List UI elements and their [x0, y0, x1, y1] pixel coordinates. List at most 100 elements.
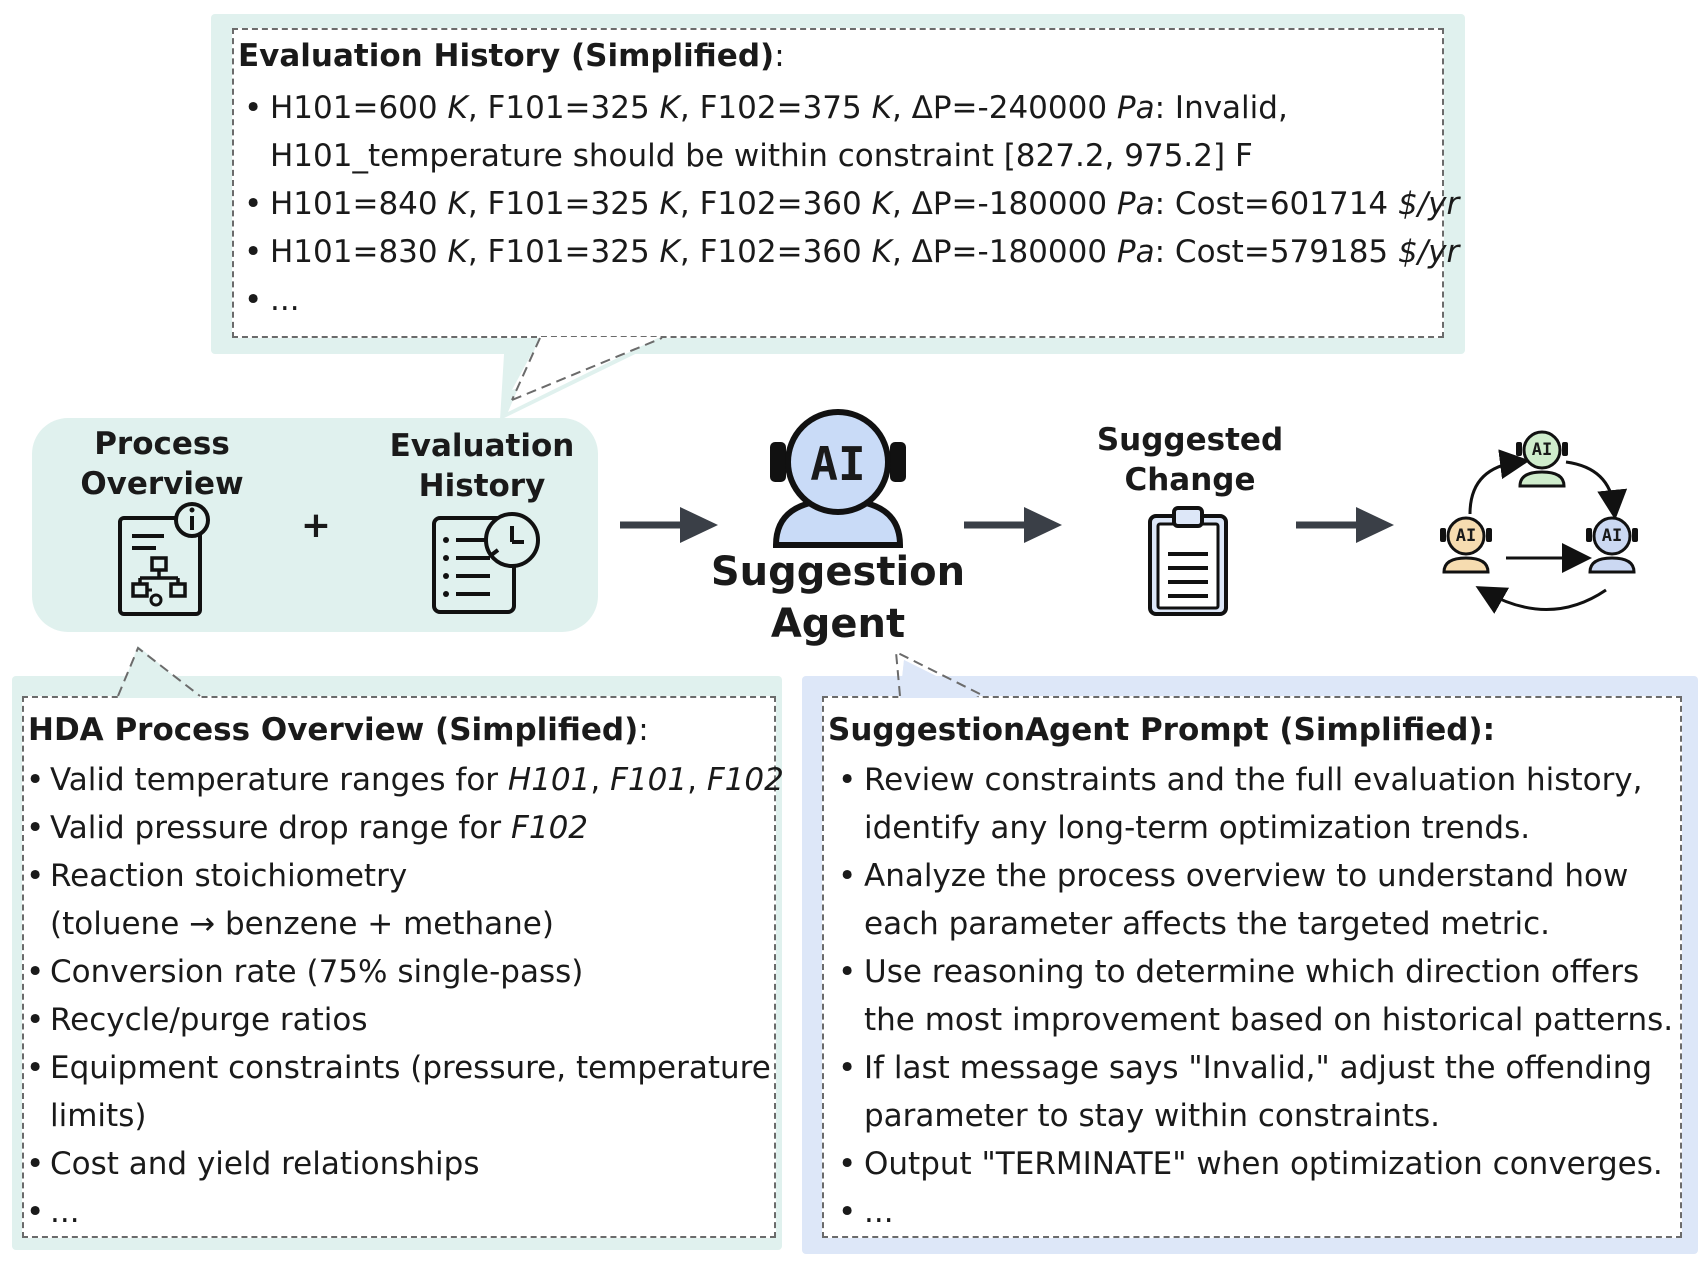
list-item: Review constraints and the full evaluati…: [832, 756, 1673, 852]
list-item-text: K: [659, 186, 680, 222]
list-item-text: Recycle/purge ratios: [50, 1002, 368, 1038]
list-item-text: Valid temperature ranges for: [50, 762, 508, 798]
list-item-text: , ΔP=-180000: [891, 186, 1117, 222]
list-item: H101=600 K, F101=325 K, F102=375 K, ΔP=-…: [238, 84, 1459, 180]
list-item-text: : Invalid,: [1154, 90, 1288, 126]
arrow-agent-to-change: [964, 507, 1062, 543]
list-item-text: ...: [50, 1194, 80, 1230]
list-item-text: , ΔP=-240000: [891, 90, 1117, 126]
process-overview-icon: [118, 502, 210, 616]
eval-history-list: H101=600 K, F101=325 K, F102=375 K, ΔP=-…: [238, 84, 1459, 324]
list-item-text: K: [871, 186, 892, 222]
list-item-continuation: limits): [50, 1098, 147, 1134]
list-item-text: K: [447, 186, 468, 222]
list-item: If last message says "Invalid," adjust t…: [832, 1044, 1673, 1140]
list-item: ...: [238, 276, 1459, 324]
suggestion-agent-icon: [770, 409, 906, 548]
suggested-change-label: Suggested Change: [1096, 422, 1284, 498]
list-item-text: Equipment constraints (pressure, tempera…: [50, 1050, 771, 1086]
list-item-text: , F101=325: [467, 186, 660, 222]
list-item-text: Analyze the process overview to understa…: [864, 858, 1629, 894]
process-overview-label: Process Overview: [80, 426, 244, 502]
list-item-text: ,: [687, 762, 707, 798]
list-item-text: H101=840: [270, 186, 448, 222]
list-item-text: Pa: [1116, 186, 1155, 222]
list-item: Cost and yield relationships: [24, 1140, 784, 1188]
cycle-agent-right-badge: AI: [1601, 526, 1623, 546]
list-item-continuation: identify any long-term optimization tren…: [864, 810, 1531, 846]
list-item-text: F102: [706, 762, 784, 798]
list-item: Recycle/purge ratios: [24, 996, 784, 1044]
list-item-text: : Cost=601714: [1154, 186, 1399, 222]
list-item-text: F101: [610, 762, 688, 798]
list-item-text: K: [659, 90, 680, 126]
evaluation-history-icon: [432, 512, 540, 614]
list-item-text: Reaction stoichiometry: [50, 858, 408, 894]
list-item-text: , F102=360: [679, 186, 872, 222]
list-item-text: , ΔP=-180000: [891, 234, 1117, 270]
list-item-text: Pa: [1116, 90, 1155, 126]
agent-cycle-diagram: [1440, 430, 1638, 614]
list-item: ...: [832, 1188, 1673, 1236]
eval-history-title: Evaluation History (Simplified):: [238, 38, 785, 74]
list-item-text: ...: [270, 282, 300, 318]
list-item: H101=830 K, F101=325 K, F102=360 K, ΔP=-…: [238, 228, 1459, 276]
list-item-continuation: each parameter affects the targeted metr…: [864, 906, 1551, 942]
list-item-text: K: [659, 234, 680, 270]
list-item-text: ,: [590, 762, 611, 798]
list-item-text: Review constraints and the full evaluati…: [864, 762, 1643, 798]
list-item-text: , F101=325: [467, 90, 660, 126]
eval-history-title-colon: :: [774, 38, 785, 74]
list-item-text: $/yr: [1398, 186, 1460, 222]
list-item: Valid temperature ranges for H101, F101,…: [24, 756, 784, 804]
arrow-change-to-cycle: [1296, 507, 1394, 543]
list-item: Valid pressure drop range for F102: [24, 804, 784, 852]
list-item-text: , F102=375: [679, 90, 872, 126]
list-item: Output "TERMINATE" when optimization con…: [832, 1140, 1673, 1188]
hda-overview-list: Valid temperature ranges for H101, F101,…: [24, 756, 784, 1236]
list-item: Reaction stoichiometry (toluene → benzene…: [24, 852, 784, 948]
list-item: Conversion rate (75% single-pass): [24, 948, 784, 996]
list-item: H101=840 K, F101=325 K, F102=360 K, ΔP=-…: [238, 180, 1459, 228]
hda-overview-title-text: HDA Process Overview (Simplified): [28, 712, 639, 748]
list-item: Use reasoning to determine which directi…: [832, 948, 1673, 1044]
list-item-text: K: [871, 90, 892, 126]
list-item-text: F102: [511, 810, 589, 846]
suggestion-agent-label: Suggestion Agent: [710, 549, 966, 647]
list-item-text: H101=600: [270, 90, 448, 126]
list-item-text: , F101=325: [467, 234, 660, 270]
suggestion-agent-badge: AI: [810, 437, 866, 491]
plus-sign: +: [300, 505, 332, 546]
list-item-text: Pa: [1116, 234, 1155, 270]
prompt-title: SuggestionAgent Prompt (Simplified):: [828, 712, 1495, 748]
list-item-continuation: the most improvement based on historical…: [864, 1002, 1674, 1038]
cycle-agent-top-badge: AI: [1531, 440, 1553, 460]
list-item-text: K: [447, 90, 468, 126]
evaluation-history-label: Evaluation History: [389, 428, 575, 504]
list-item-continuation: (toluene → benzene + methane): [50, 906, 554, 942]
list-item: Analyze the process overview to understa…: [832, 852, 1673, 948]
list-item-text: , F102=360: [679, 234, 872, 270]
hda-overview-title: HDA Process Overview (Simplified):: [28, 712, 649, 748]
list-item-text: K: [871, 234, 892, 270]
hda-overview-title-colon: :: [638, 712, 649, 748]
list-item-text: : Cost=579185: [1154, 234, 1399, 270]
list-item-text: Cost and yield relationships: [50, 1146, 480, 1182]
arrow-inputs-to-agent: [620, 507, 718, 543]
list-item-text: Output "TERMINATE" when optimization con…: [864, 1146, 1663, 1182]
list-item-text: K: [447, 234, 468, 270]
prompt-list: Review constraints and the full evaluati…: [832, 756, 1673, 1236]
list-item-text: Conversion rate (75% single-pass): [50, 954, 584, 990]
eval-history-title-text: Evaluation History (Simplified): [238, 38, 775, 74]
list-item-text: $/yr: [1398, 234, 1460, 270]
list-item-text: ...: [864, 1194, 894, 1230]
list-item: Equipment constraints (pressure, tempera…: [24, 1044, 784, 1140]
list-item: ...: [24, 1188, 784, 1236]
list-item-text: H101=830: [270, 234, 448, 270]
list-item-continuation: H101_temperature should be within constr…: [270, 138, 1253, 174]
list-item-text: Valid pressure drop range for: [50, 810, 512, 846]
list-item-text: Use reasoning to determine which directi…: [864, 954, 1640, 990]
